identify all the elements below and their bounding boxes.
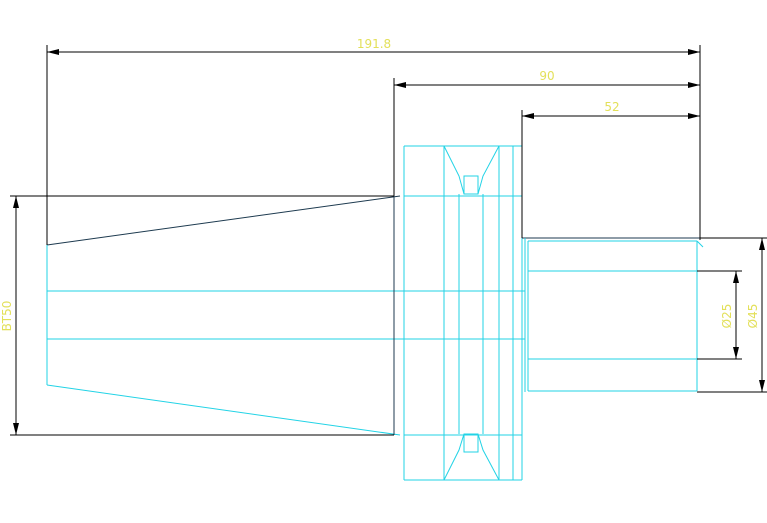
label-overall-length: 191.8 — [357, 37, 391, 51]
label-taper: BT50 — [0, 301, 14, 332]
label-shank-length: 52 — [604, 100, 619, 114]
arrow-25-top — [733, 271, 739, 283]
v-groove-bottom — [443, 433, 500, 481]
part-outline — [46, 145, 704, 481]
v-groove-top — [443, 145, 500, 195]
label-outer-diameter: Ø45 — [746, 304, 760, 329]
taper-top-edge — [46, 195, 401, 246]
arrow-52-right — [688, 113, 700, 119]
v-groove-bottom-key — [463, 433, 479, 453]
arrow-52-left — [522, 113, 534, 119]
arrow-bt50-bottom — [13, 423, 19, 435]
arrow-90-left — [394, 82, 406, 88]
arrow-90-right — [688, 82, 700, 88]
arrow-25-bottom — [733, 347, 739, 359]
arrow-overall-left — [47, 49, 59, 55]
shank-chamfer-right — [696, 240, 704, 248]
taper-bottom-edge — [46, 384, 401, 436]
dimension-lines — [10, 45, 767, 436]
v-groove-top-key — [463, 175, 479, 195]
arrow-overall-right — [688, 49, 700, 55]
arrow-45-bottom — [759, 380, 765, 392]
dimension-labels: 191.8 90 52 BT50 Ø45 Ø25 — [0, 37, 760, 331]
arrow-bt50-top — [13, 196, 19, 208]
label-inner-diameter: Ø25 — [720, 304, 734, 329]
arrow-45-top — [759, 238, 765, 250]
label-flange-to-end: 90 — [539, 69, 554, 83]
